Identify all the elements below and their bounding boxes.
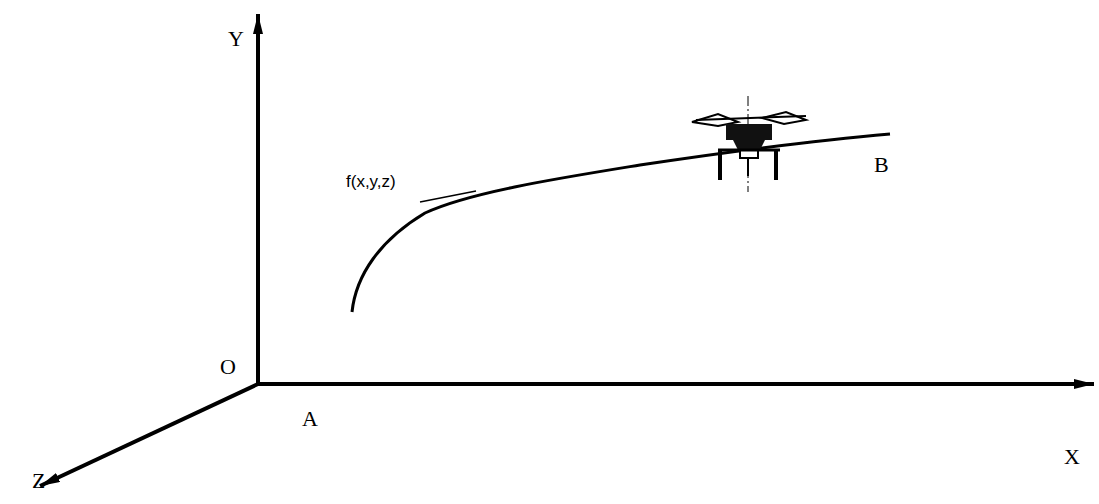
axis-label: X: [1064, 446, 1080, 468]
axis-label: Z: [32, 470, 45, 492]
z-axis: [40, 384, 258, 486]
drone-illustration: [692, 96, 806, 192]
point-label: A: [302, 408, 318, 430]
point-label: B: [874, 154, 889, 176]
axis-label: Y: [228, 28, 244, 50]
trajectory-curve: [352, 134, 890, 312]
origin-label: O: [220, 356, 236, 378]
leader-line: [420, 191, 476, 202]
y-axis: [256, 14, 260, 384]
function-label: f(x,y,z): [346, 173, 396, 190]
x-axis: [256, 382, 1094, 386]
